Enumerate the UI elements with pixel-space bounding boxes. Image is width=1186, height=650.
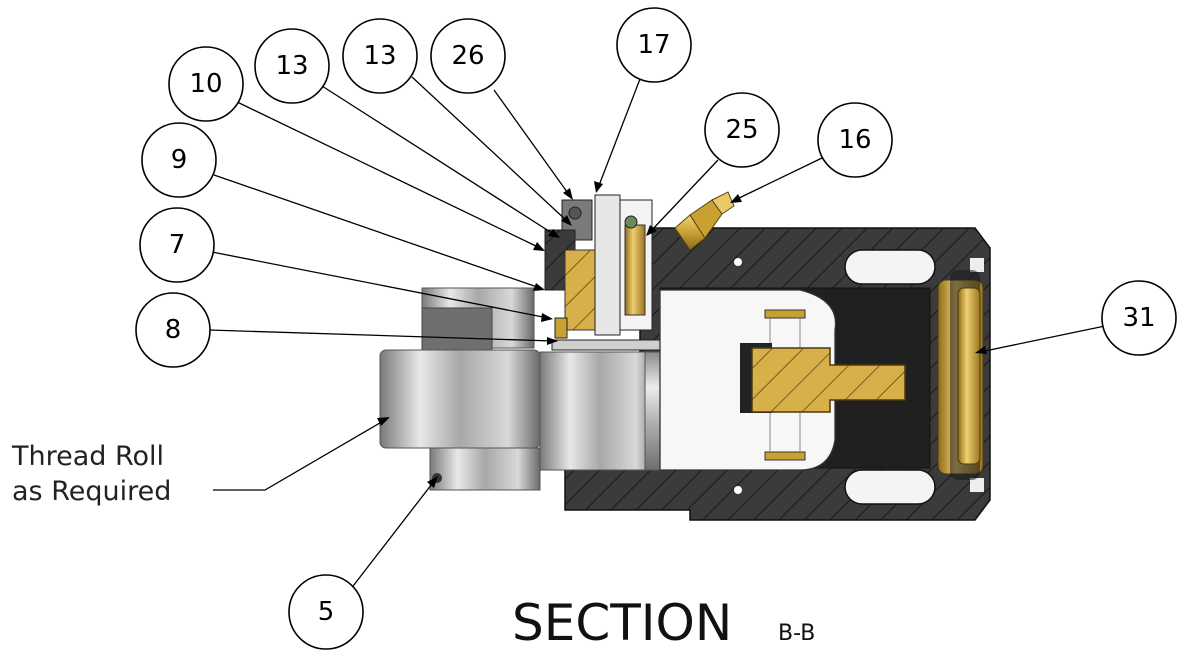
balloon-8: 8 — [135, 292, 211, 368]
thread-roll-note-line1: Thread Roll — [11, 441, 164, 472]
thread-roll-note-line2: as Required — [12, 476, 171, 507]
balloon-13a: 13 — [254, 28, 330, 104]
section-title: SECTION — [512, 594, 732, 650]
balloon-13b-label: 13 — [363, 41, 396, 71]
balloon-31: 31 — [1101, 280, 1177, 356]
balloon-9-label: 9 — [171, 145, 188, 175]
balloon-9: 9 — [141, 122, 217, 198]
balloon-5-label: 5 — [318, 597, 335, 627]
balloon-5: 5 — [288, 574, 364, 650]
balloon-26-label: 26 — [451, 41, 484, 71]
balloon-10-label: 10 — [189, 69, 222, 99]
balloon-25-label: 25 — [725, 115, 758, 145]
balloon-26: 26 — [430, 18, 506, 94]
balloon-16: 16 — [817, 102, 893, 178]
balloon-10: 10 — [168, 46, 244, 122]
balloon-17-label: 17 — [637, 30, 670, 60]
leader-lines — [208, 76, 1106, 591]
section-title-sub: B-B — [778, 621, 815, 646]
seal-cartridge — [544, 194, 661, 351]
balloon-16-label: 16 — [838, 125, 871, 155]
balloon-25: 25 — [704, 92, 780, 168]
grease-fitting — [674, 191, 735, 251]
end-ring — [937, 270, 984, 480]
balloon-31-label: 31 — [1122, 303, 1155, 333]
balloon-7-label: 7 — [169, 230, 186, 260]
balloon-17: 17 — [616, 7, 692, 83]
balloon-13a-label: 13 — [275, 51, 308, 81]
balloon-7: 7 — [139, 207, 215, 283]
brass-shaft — [740, 343, 906, 413]
cylinder-stack — [379, 287, 696, 491]
balloon-13b: 13 — [342, 18, 418, 94]
balloon-8-label: 8 — [165, 315, 182, 345]
